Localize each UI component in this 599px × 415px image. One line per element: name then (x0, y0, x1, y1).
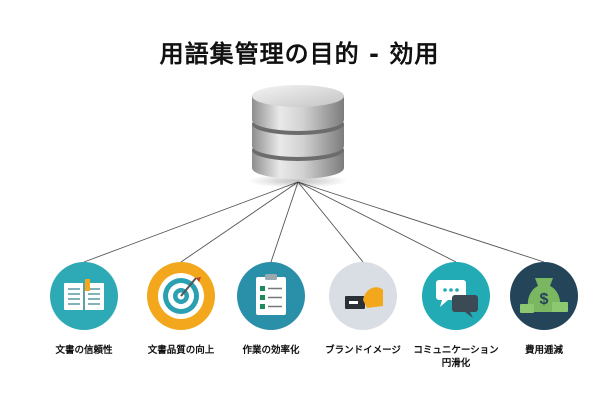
checklist-icon (256, 274, 286, 315)
database-icon (248, 85, 348, 188)
benefit-node (237, 262, 305, 330)
connector-line (180, 181, 299, 263)
svg-text:$: $ (540, 291, 549, 308)
connector-line (297, 181, 457, 263)
benefit-label: ブランドイメージ (325, 345, 401, 356)
benefit-node (329, 262, 397, 330)
handshake-card-icon (345, 287, 383, 309)
benefit-label: 文書の信頼性 (55, 345, 113, 356)
benefit-label: 作業の効率化 (242, 345, 300, 356)
connector-lines (83, 181, 545, 263)
benefit-node: $ (510, 262, 578, 330)
diagram-title: 用語集管理の目的 - 効用 (159, 40, 440, 68)
benefit-node (50, 262, 118, 330)
connector-line (297, 181, 364, 263)
connector-line (297, 181, 545, 263)
connector-line (270, 181, 299, 263)
target-icon (158, 273, 204, 319)
benefit-label: 文書品質の向上 (147, 345, 215, 356)
open-book-icon (64, 279, 104, 310)
benefit-node (422, 262, 490, 330)
benefit-node (147, 262, 215, 330)
connector-line (83, 181, 299, 263)
benefit-label: 費用逓減 (524, 345, 563, 356)
money-bag-icon: $ (520, 278, 568, 313)
chat-bubbles-icon (436, 280, 478, 318)
benefit-label: コミュニケーション 円滑化 (413, 345, 499, 369)
